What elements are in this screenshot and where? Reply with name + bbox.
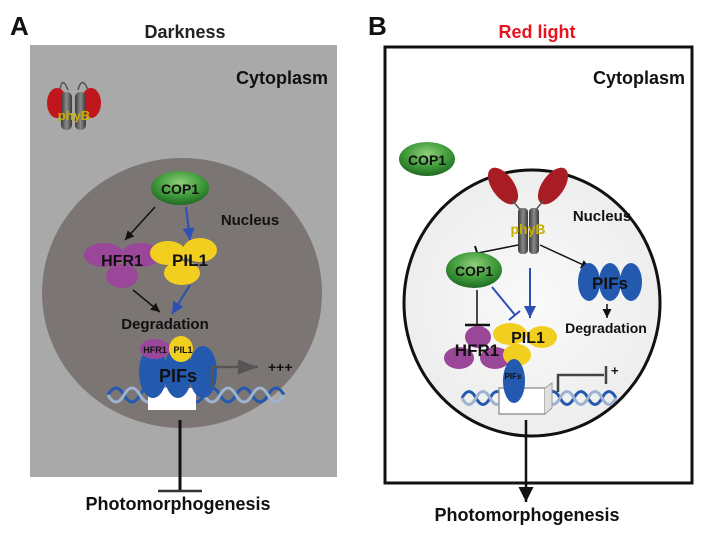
cop1-cytoplasmic-protein xyxy=(399,142,455,176)
nucleus-label: Nucleus xyxy=(221,212,279,229)
hfr1-small-label: HFR1 xyxy=(143,345,167,355)
pifs-bound-protein xyxy=(503,359,525,403)
hfr1-label: HFR1 xyxy=(101,253,143,270)
phyb-label: phyB xyxy=(58,108,91,123)
hfr1-protein xyxy=(444,326,510,369)
arrow-cop1-to-hfr1 xyxy=(124,206,156,241)
activity-level: +++ xyxy=(268,359,293,375)
pifs-protein xyxy=(139,346,217,398)
cop1-nuclear-label: COP1 xyxy=(455,263,493,279)
pil1-label: PIL1 xyxy=(172,251,208,270)
hfr1-protein xyxy=(84,243,161,288)
pil1-protein xyxy=(150,238,217,285)
phyb-label: phyB xyxy=(511,221,546,237)
condition-title-red-light: Red light xyxy=(499,22,576,42)
transcription-arrow xyxy=(556,373,604,392)
phyb-inactive-icon xyxy=(47,81,101,130)
cytoplasm-label: Cytoplasm xyxy=(593,68,685,88)
cop1-protein xyxy=(151,171,209,205)
cytoplasm-label: Cytoplasm xyxy=(236,68,328,88)
inhibition-bar xyxy=(508,310,521,321)
transcription-arrow xyxy=(210,359,258,388)
degradation-label: Degradation xyxy=(121,316,209,333)
inhibition-phyb-to-cop1 xyxy=(477,244,519,254)
panel-a: A Darkness Cytoplasm phyB Nucleus COP1 xyxy=(10,11,337,514)
arrow-phyb-to-pifs xyxy=(539,244,591,269)
phyb-active-icon xyxy=(487,167,569,254)
arrow-pil1-to-degradation xyxy=(171,284,191,315)
panel-letter-b: B xyxy=(368,11,387,41)
degradation-label: Degradation xyxy=(565,320,647,336)
cop1-label: COP1 xyxy=(161,181,199,197)
pil1-small-protein xyxy=(169,336,193,362)
hfr1-label: HFR1 xyxy=(455,341,499,360)
pil1-label: PIL1 xyxy=(511,330,545,347)
pil1-small-label: PIL1 xyxy=(173,345,192,355)
nucleus-region xyxy=(402,168,662,438)
inhibition-cop1-to-pil1 xyxy=(491,286,516,316)
arrow-cop1-to-pil1 xyxy=(182,206,195,241)
panel-letter-a: A xyxy=(10,11,29,41)
hfr1-small-protein xyxy=(140,339,170,359)
pifs-free-protein xyxy=(578,263,642,301)
pil1-protein xyxy=(493,323,557,366)
pifs-label: PIFs xyxy=(159,366,197,386)
outcome-label-a: Photomorphogenesis xyxy=(85,494,270,514)
arrow-hfr1-to-degradation xyxy=(132,289,161,313)
pifs-free-label: PIFs xyxy=(592,274,628,293)
condition-title-darkness: Darkness xyxy=(144,22,225,42)
nucleus-label: Nucleus xyxy=(573,208,631,225)
activity-level: + xyxy=(611,363,619,378)
pifs-bound-label: PIFs xyxy=(505,372,522,381)
cop1-nuclear-protein xyxy=(446,252,502,288)
cop1-cytoplasmic-label: COP1 xyxy=(408,152,446,168)
outcome-label-b: Photomorphogenesis xyxy=(434,505,619,525)
panel-b: B Red light Cytoplasm COP1 Nucleus phyB … xyxy=(368,11,694,525)
